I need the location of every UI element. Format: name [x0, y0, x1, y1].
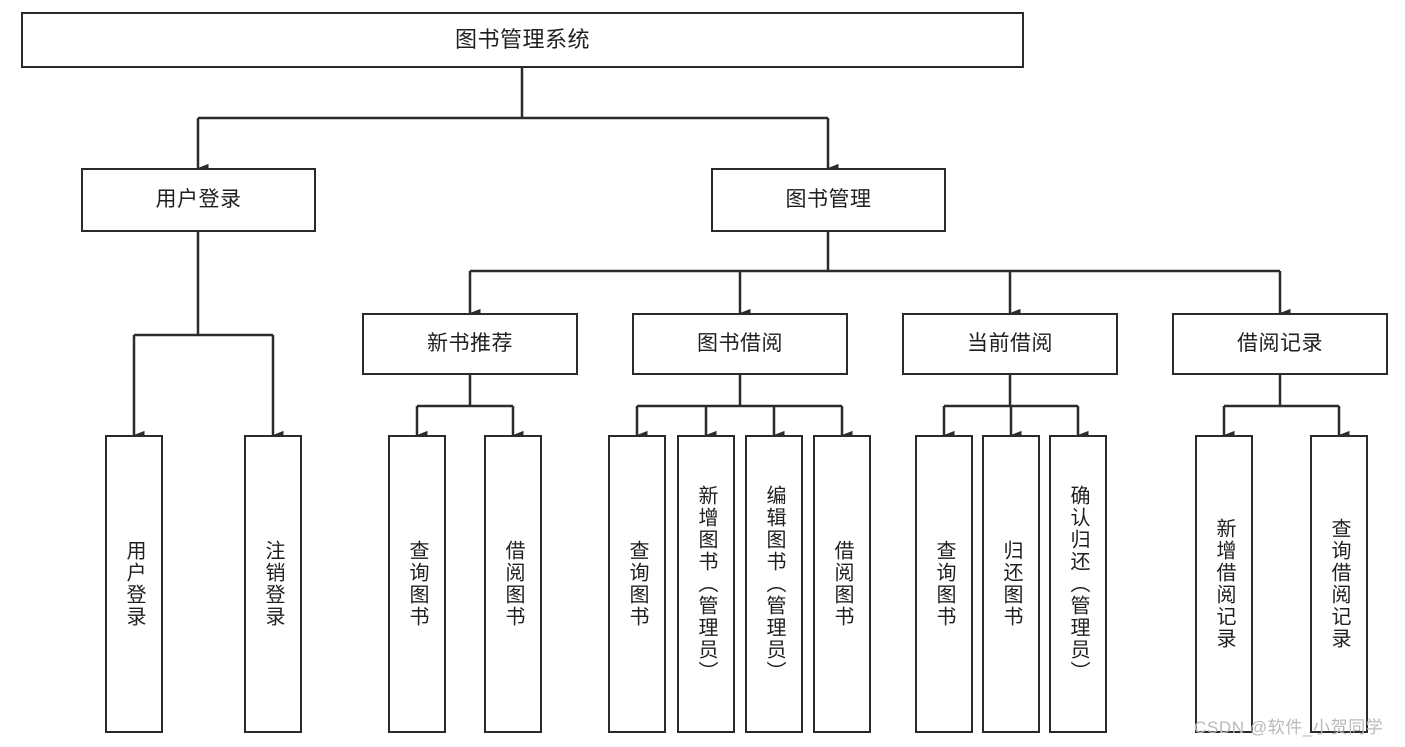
leaf-leaf-query-record[interactable]: 查询借阅记录 [1310, 435, 1368, 733]
node-borrow-records-label: 借阅记录 [1237, 331, 1323, 355]
leaf-leaf-borrow-book-2-label: 借阅图书 [831, 540, 853, 628]
leaf-leaf-query-book-3[interactable]: 查询图书 [915, 435, 973, 733]
connector-root-bus [196, 68, 839, 173]
leaf-leaf-logout[interactable]: 注销登录 [244, 435, 302, 733]
leaf-leaf-query-book-2[interactable]: 查询图书 [608, 435, 666, 733]
leaf-leaf-logout-label: 注销登录 [262, 540, 284, 628]
leaf-leaf-borrow-book-1-label: 借阅图书 [502, 540, 524, 628]
node-root[interactable]: 图书管理系统 [21, 12, 1024, 68]
leaf-leaf-return-book-label: 归还图书 [1000, 540, 1022, 628]
leaf-leaf-add-book-label: 新增图书（管理员） [695, 485, 717, 683]
connector-current-borrow-bus [942, 375, 1089, 440]
node-new-book-recommend-label: 新书推荐 [427, 331, 513, 355]
node-borrow-records[interactable]: 借阅记录 [1172, 313, 1388, 375]
leaf-leaf-query-book-1-label: 查询图书 [406, 540, 428, 628]
node-user-login-label: 用户登录 [155, 187, 242, 211]
connector-user-login-bus [132, 232, 284, 440]
connector-book-borrow-bus [635, 375, 853, 440]
connector-book-manage-bus [468, 232, 1291, 318]
connector-new-book-bus [415, 375, 524, 440]
leaf-leaf-user-login-label: 用户登录 [123, 540, 145, 628]
leaf-leaf-edit-book-label: 编辑图书（管理员） [763, 485, 785, 683]
node-new-book-recommend[interactable]: 新书推荐 [362, 313, 578, 375]
leaf-leaf-user-login[interactable]: 用户登录 [105, 435, 163, 733]
node-user-login[interactable]: 用户登录 [81, 168, 316, 232]
node-current-borrow[interactable]: 当前借阅 [902, 313, 1118, 375]
node-book-manage-label: 图书管理 [785, 187, 872, 211]
node-book-borrow-label: 图书借阅 [697, 331, 783, 355]
leaf-leaf-query-record-label: 查询借阅记录 [1328, 518, 1350, 650]
leaf-leaf-borrow-book-2[interactable]: 借阅图书 [813, 435, 871, 733]
node-book-manage[interactable]: 图书管理 [711, 168, 946, 232]
node-book-borrow[interactable]: 图书借阅 [632, 313, 848, 375]
leaf-leaf-confirm-return-label: 确认归还（管理员） [1067, 485, 1089, 683]
connector-borrow-records-bus [1222, 375, 1350, 440]
node-current-borrow-label: 当前借阅 [967, 331, 1053, 355]
leaf-leaf-add-record[interactable]: 新增借阅记录 [1195, 435, 1253, 733]
leaf-leaf-borrow-book-1[interactable]: 借阅图书 [484, 435, 542, 733]
leaf-leaf-query-book-2-label: 查询图书 [626, 540, 648, 628]
connector-group [132, 68, 1350, 440]
leaf-leaf-add-record-label: 新增借阅记录 [1213, 518, 1235, 650]
leaf-leaf-query-book-1[interactable]: 查询图书 [388, 435, 446, 733]
leaf-leaf-edit-book[interactable]: 编辑图书（管理员） [745, 435, 803, 733]
leaf-leaf-query-book-3-label: 查询图书 [933, 540, 955, 628]
leaf-leaf-add-book[interactable]: 新增图书（管理员） [677, 435, 735, 733]
node-root-label: 图书管理系统 [454, 27, 590, 53]
leaf-leaf-return-book[interactable]: 归还图书 [982, 435, 1040, 733]
leaf-leaf-confirm-return[interactable]: 确认归还（管理员） [1049, 435, 1107, 733]
